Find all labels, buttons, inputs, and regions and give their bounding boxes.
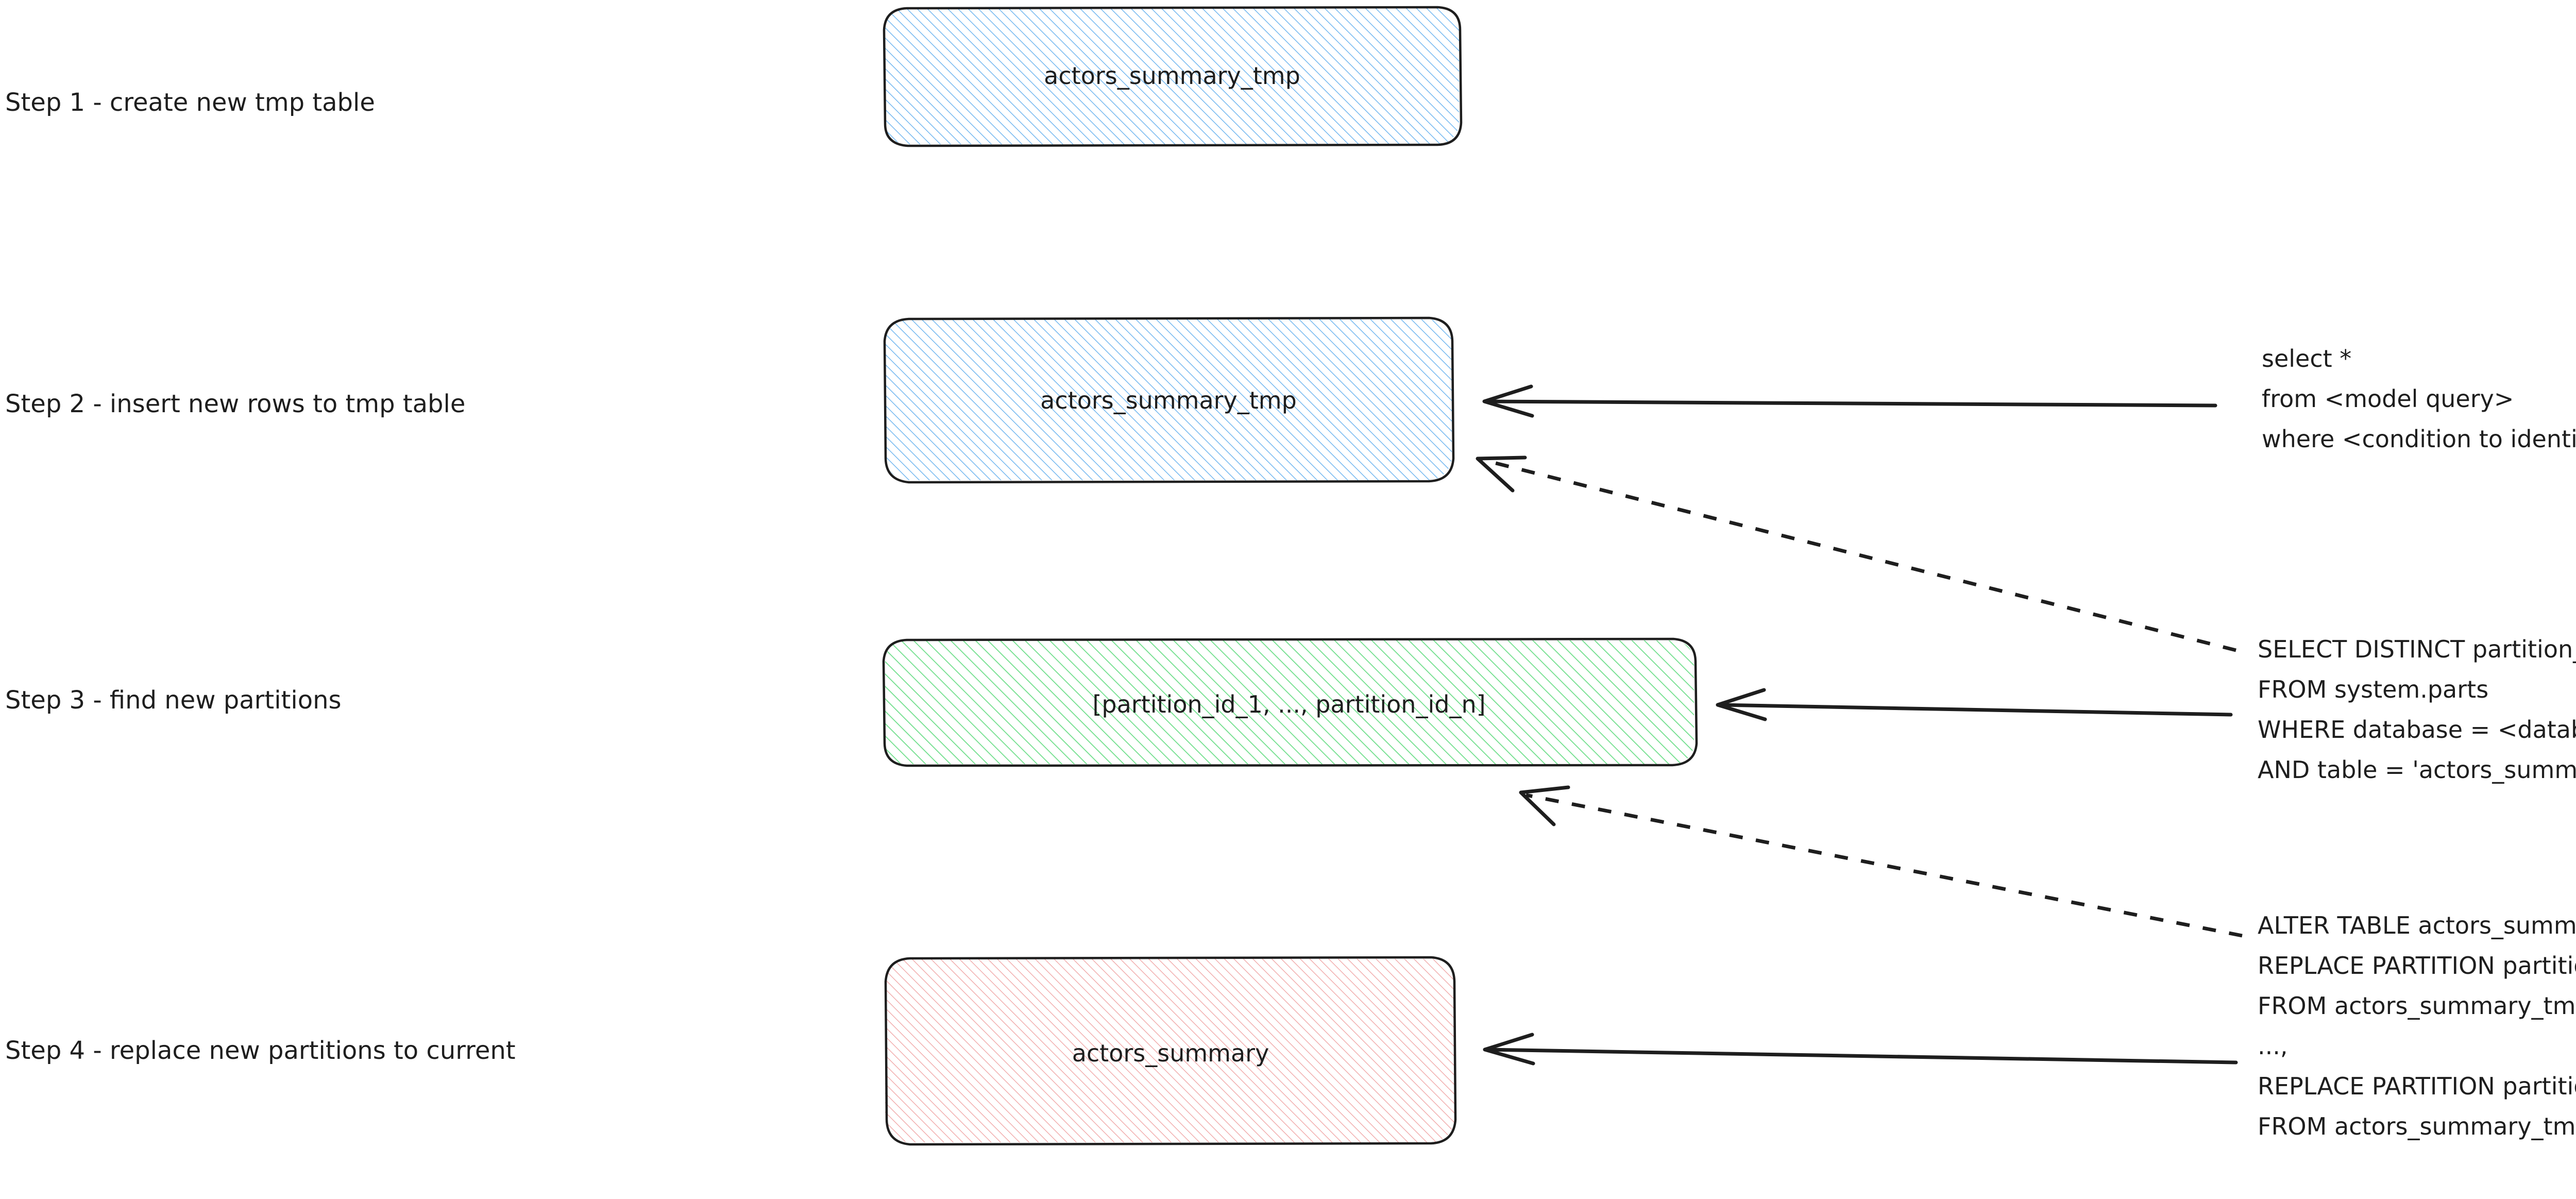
node-label: actors_summary_tmp (1044, 62, 1300, 90)
step-1-label: Step 1 - create new tmp table (5, 88, 375, 117)
node-label: [partition_id_1, ..., partition_id_n] (1092, 690, 1485, 718)
node-outline (883, 6, 1463, 147)
code-line: select * (2262, 345, 2351, 373)
code-line: where <condition to identify new> (2262, 425, 2576, 453)
node-fill (885, 319, 1452, 480)
node-fill (885, 959, 1455, 1142)
code-line: FROM actors_summary_tmp, (2258, 992, 2576, 1020)
step-2-label: Step 2 - insert new rows to tmp table (5, 390, 465, 418)
arrow-tmp-table-to-partitions-query (1476, 455, 2236, 652)
node-outline (884, 956, 1457, 1146)
arrow-replace-query-to-target-table (1483, 1033, 2238, 1066)
step-4-label: Step 4 - replace new partitions to curre… (5, 1036, 516, 1065)
node-outline (883, 316, 1455, 484)
code-line: ..., (2258, 1032, 2288, 1060)
code-block-partitions-query: SELECT DISTINCT partition_id FROM system… (2258, 635, 2576, 784)
code-line: REPLACE PARTITION partition_id_n (2258, 1072, 2576, 1100)
node-tmp-table-step1[interactable]: actors_summary_tmp (883, 6, 1463, 147)
code-line: FROM actors_summary_tmp, (2258, 1112, 2576, 1140)
arrow-partition-list-to-replace-query (1519, 785, 2243, 938)
code-line: REPLACE PARTITION partition_id_1 (2258, 952, 2576, 980)
code-line: AND table = 'actors_summary_tmp' (2258, 756, 2576, 784)
code-line: SELECT DISTINCT partition_id (2258, 635, 2576, 663)
arrow-partitions-query-to-partition-list (1716, 688, 2233, 721)
node-label: actors_summary (1072, 1039, 1269, 1067)
code-line: from <model query> (2262, 385, 2514, 413)
step-3-label: Step 3 - find new partitions (5, 686, 342, 715)
arrow-insert-query-to-tmp-table (1482, 384, 2217, 418)
code-line: FROM system.parts (2258, 676, 2488, 703)
code-block-replace-query: ALTER TABLE actors_summary REPLACE PARTI… (2258, 911, 2576, 1140)
node-outline (882, 637, 1698, 767)
node-partition-list[interactable]: [partition_id_1, ..., partition_id_n] (882, 637, 1698, 767)
code-line: WHERE database = <database> (2258, 716, 2576, 744)
node-fill (885, 640, 1694, 764)
node-fill (885, 8, 1459, 144)
code-line: ALTER TABLE actors_summary (2258, 911, 2576, 939)
code-block-insert-query: select * from <model query> where <condi… (2262, 345, 2576, 453)
node-target-table[interactable]: actors_summary (884, 956, 1457, 1146)
node-label: actors_summary_tmp (1040, 386, 1297, 414)
node-tmp-table-step2[interactable]: actors_summary_tmp (883, 316, 1455, 484)
